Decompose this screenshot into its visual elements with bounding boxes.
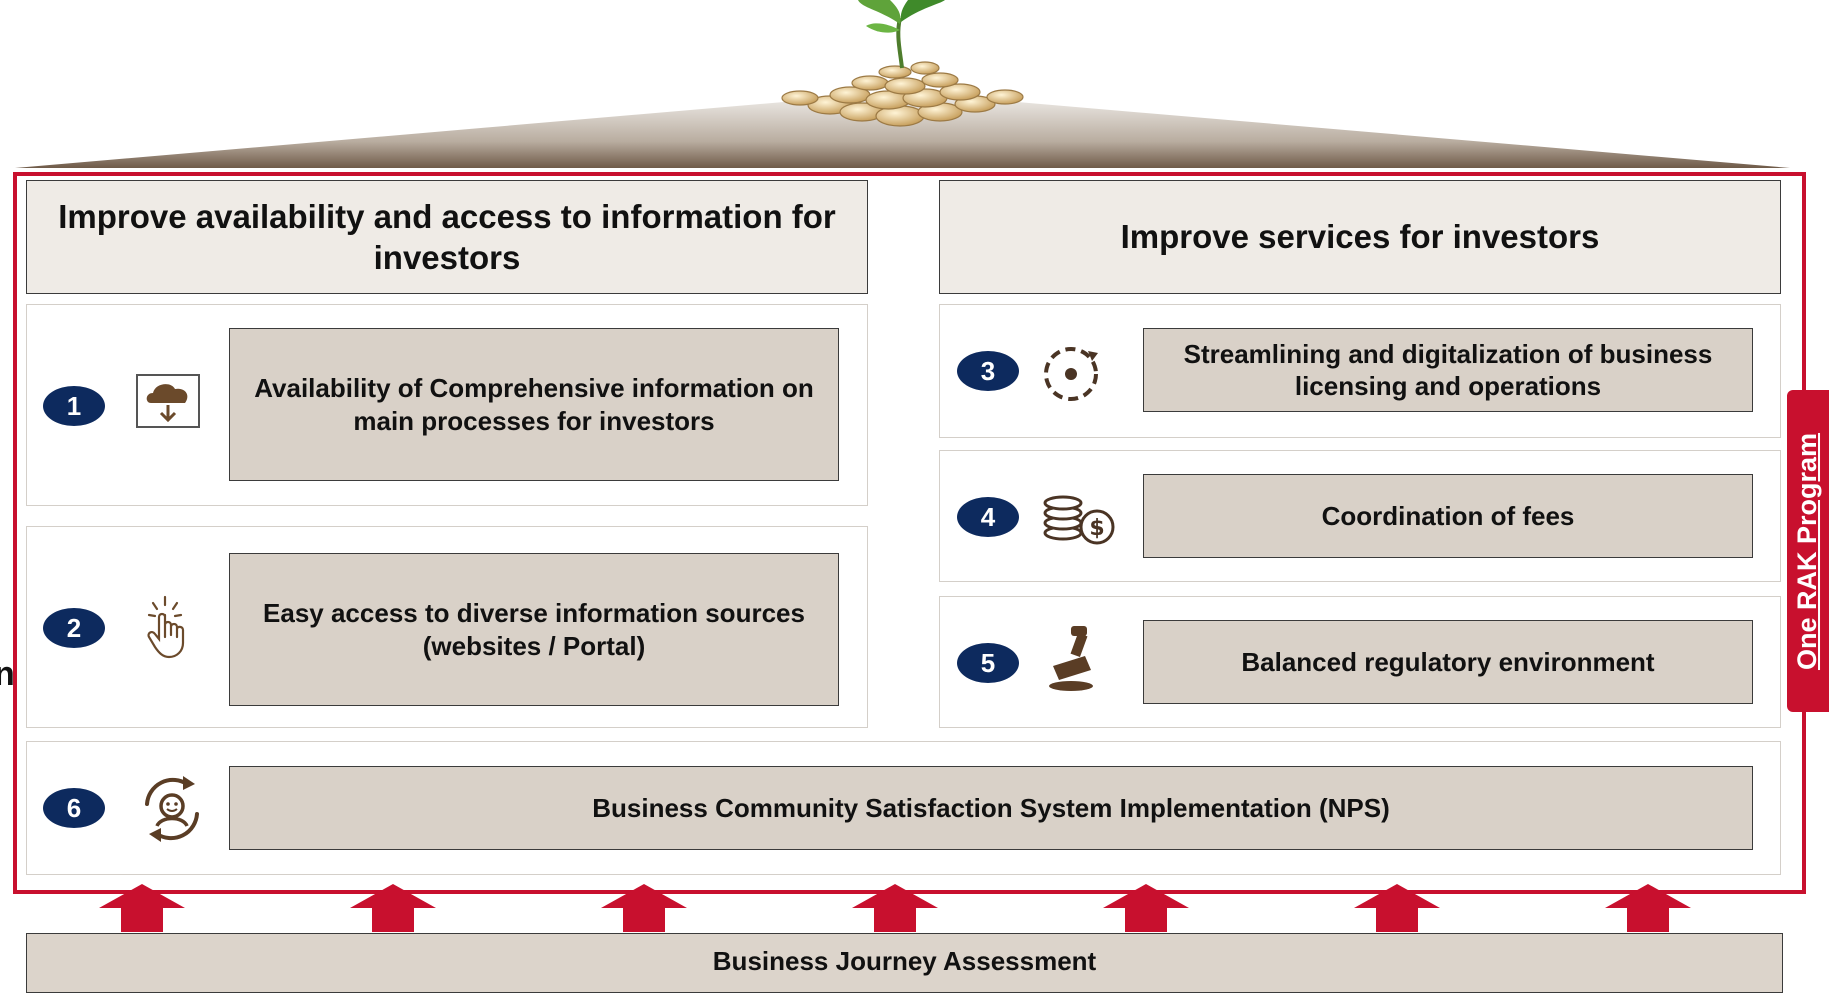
up-arrow [1605, 884, 1691, 932]
initiative-label: Easy access to diverse information sourc… [263, 598, 805, 661]
initiative-label: Streamlining and digitalization of busin… [1183, 338, 1713, 402]
pillar-header-services: Improve services for investors [939, 180, 1781, 294]
initiative-box-6: Business Community Satisfaction System I… [229, 766, 1753, 850]
foundation-label: Business Journey Assessment [712, 946, 1097, 976]
number-badge: 3 [957, 351, 1019, 391]
up-arrow [852, 884, 938, 932]
business-journey-assessment-base: Business Journey Assessment [26, 933, 1783, 993]
initiative-label: Availability of Comprehensive informatio… [254, 373, 814, 436]
up-arrow [1103, 884, 1189, 932]
pillar-header-information: Improve availability and access to infor… [26, 180, 868, 294]
one-rak-program-tab: One RAK Program [1787, 390, 1829, 712]
cloud-download-icon [134, 372, 202, 430]
pillar-title: Improve services for investors [1120, 218, 1600, 256]
number-badge: 1 [43, 386, 105, 426]
initiative-box-2: Easy access to diverse information sourc… [229, 553, 839, 706]
svg-text:$: $ [1089, 516, 1104, 541]
pillar-title: Improve availability and access to infor… [58, 197, 836, 276]
hand-tap-icon [140, 594, 198, 660]
side-tab-label: One RAK Program [1792, 432, 1823, 670]
number-badge: 2 [43, 608, 105, 648]
up-arrow [350, 884, 436, 932]
up-arrow [99, 884, 185, 932]
initiative-box-5: Balanced regulatory environment [1143, 620, 1753, 704]
number-badge: 6 [43, 788, 105, 828]
initiative-label: Balanced regulatory environment [1241, 646, 1655, 677]
circular-process-icon [1036, 342, 1106, 406]
initiative-label: Business Community Satisfaction System I… [592, 792, 1390, 823]
initiative-box-4: Coordination of fees [1143, 474, 1753, 558]
initiative-box-3: Streamlining and digitalization of busin… [1143, 328, 1753, 412]
initiative-label: Coordination of fees [1321, 500, 1575, 531]
initiative-box-1: Availability of Comprehensive informatio… [229, 328, 839, 481]
up-arrow [601, 884, 687, 932]
sprout [858, 0, 945, 69]
up-arrow [1354, 884, 1440, 932]
number-badge: 4 [957, 497, 1019, 537]
coins-dollar-icon: $ [1038, 488, 1120, 548]
stamp-icon [1044, 622, 1104, 694]
cropped-text-fragment: n [0, 655, 15, 693]
coin-pile [781, 61, 1024, 127]
roof-graphic [15, 0, 1790, 168]
number-badge: 5 [957, 643, 1019, 683]
satisfaction-cycle-icon [136, 773, 208, 845]
